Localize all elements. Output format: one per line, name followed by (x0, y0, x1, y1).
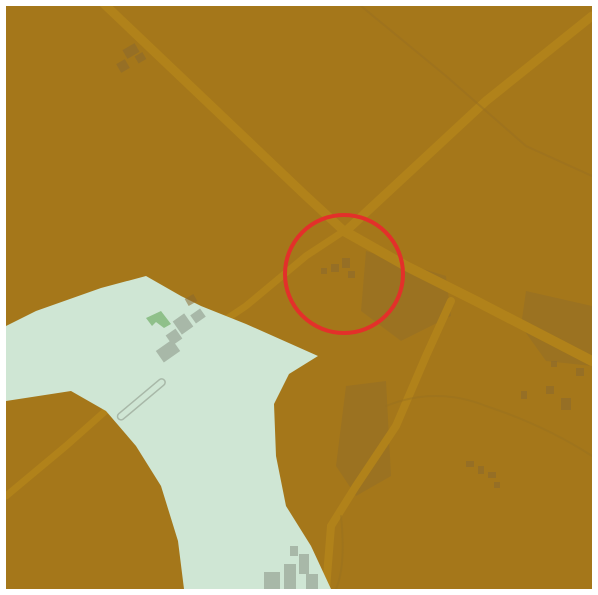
road-northeast-diagonal (341, 11, 592, 236)
land-buildings (116, 43, 584, 488)
road-south-branch (322, 297, 455, 589)
road-east (339, 226, 592, 366)
road-north-minor (360, 6, 592, 177)
water-body (6, 276, 331, 589)
location-circle-marker-icon[interactable] (283, 213, 405, 335)
water-channel (116, 378, 166, 421)
park-patches (146, 311, 171, 328)
road-northwest-diagonal (99, 6, 349, 236)
road-network (6, 6, 592, 589)
water-buildings (155, 308, 318, 589)
map-canvas[interactable] (6, 6, 592, 589)
road-south-loop (335, 395, 592, 589)
